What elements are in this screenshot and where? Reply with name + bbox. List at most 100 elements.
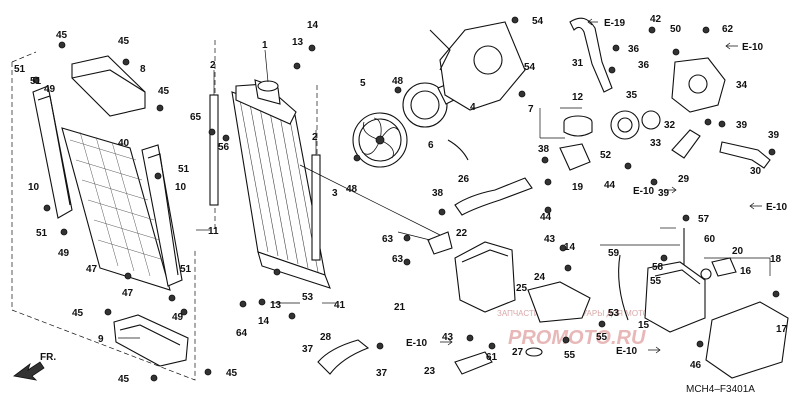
callout-59[interactable]: 59 bbox=[608, 248, 620, 259]
callout-13[interactable]: 13 bbox=[270, 300, 282, 311]
callout-57[interactable]: 57 bbox=[698, 214, 710, 225]
callout-47[interactable]: 47 bbox=[86, 264, 98, 275]
callout-34[interactable]: 34 bbox=[736, 80, 748, 91]
callout-53[interactable]: 53 bbox=[608, 308, 620, 319]
callout-38[interactable]: 38 bbox=[538, 144, 550, 155]
callout-49[interactable]: 49 bbox=[58, 248, 70, 259]
callout-53[interactable]: 53 bbox=[302, 292, 314, 303]
callout-12[interactable]: 12 bbox=[572, 92, 584, 103]
callout-27[interactable]: 27 bbox=[512, 347, 524, 358]
callout-55[interactable]: 55 bbox=[596, 332, 608, 343]
callout-45[interactable]: 45 bbox=[72, 308, 84, 319]
callout-13[interactable]: 13 bbox=[292, 37, 304, 48]
callout-52[interactable]: 52 bbox=[600, 150, 612, 161]
ref-e10[interactable]: E-10 bbox=[766, 202, 788, 213]
callout-37[interactable]: 37 bbox=[376, 368, 388, 379]
callout-51[interactable]: 51 bbox=[178, 164, 190, 175]
callout-41[interactable]: 41 bbox=[334, 300, 346, 311]
callout-33[interactable]: 33 bbox=[650, 138, 662, 149]
callout-54[interactable]: 54 bbox=[532, 16, 544, 27]
callout-63[interactable]: 63 bbox=[392, 254, 404, 265]
callout-42[interactable]: 42 bbox=[650, 14, 662, 25]
callout-47[interactable]: 47 bbox=[122, 288, 134, 299]
callout-20[interactable]: 20 bbox=[732, 246, 744, 257]
callout-45[interactable]: 45 bbox=[226, 368, 238, 379]
callout-15[interactable]: 15 bbox=[638, 320, 650, 331]
callout-7[interactable]: 7 bbox=[528, 104, 534, 115]
callout-37[interactable]: 37 bbox=[302, 344, 314, 355]
callout-1[interactable]: 1 bbox=[262, 40, 268, 51]
callout-10[interactable]: 10 bbox=[28, 182, 40, 193]
callout-45[interactable]: 45 bbox=[118, 374, 130, 385]
callout-64[interactable]: 64 bbox=[236, 328, 248, 339]
callout-48[interactable]: 48 bbox=[392, 76, 404, 87]
callout-45[interactable]: 45 bbox=[56, 30, 68, 41]
callout-16[interactable]: 16 bbox=[740, 266, 752, 277]
callout-24[interactable]: 24 bbox=[534, 272, 546, 283]
callout-51[interactable]: 51 bbox=[36, 228, 48, 239]
callout-39[interactable]: 39 bbox=[768, 130, 780, 141]
callout-14[interactable]: 14 bbox=[258, 316, 270, 327]
ref-e10[interactable]: E-10 bbox=[742, 42, 764, 53]
callout-6[interactable]: 6 bbox=[428, 140, 434, 151]
callout-46[interactable]: 46 bbox=[690, 360, 702, 371]
callout-9[interactable]: 9 bbox=[98, 334, 104, 345]
callout-51[interactable]: 51 bbox=[14, 64, 26, 75]
ref-e19[interactable]: E-19 bbox=[604, 18, 626, 29]
ref-e10[interactable]: E-10 bbox=[633, 186, 655, 197]
callout-23[interactable]: 23 bbox=[424, 366, 436, 377]
callout-61[interactable]: 61 bbox=[486, 352, 498, 363]
callout-39[interactable]: 39 bbox=[658, 188, 670, 199]
callout-43[interactable]: 43 bbox=[544, 234, 556, 245]
callout-38[interactable]: 38 bbox=[432, 188, 444, 199]
callout-10[interactable]: 10 bbox=[175, 182, 187, 193]
callout-18[interactable]: 18 bbox=[770, 254, 782, 265]
callout-17[interactable]: 17 bbox=[776, 324, 788, 335]
callout-21[interactable]: 21 bbox=[394, 302, 406, 313]
callout-40[interactable]: 40 bbox=[118, 138, 130, 149]
callout-11[interactable]: 11 bbox=[208, 226, 219, 237]
callout-36[interactable]: 36 bbox=[638, 60, 650, 71]
callout-2[interactable]: 2 bbox=[210, 60, 216, 71]
callout-26[interactable]: 26 bbox=[458, 174, 470, 185]
callout-55[interactable]: 55 bbox=[564, 350, 576, 361]
callout-31[interactable]: 31 bbox=[572, 58, 584, 69]
callout-62[interactable]: 62 bbox=[722, 24, 734, 35]
callout-60[interactable]: 60 bbox=[704, 234, 716, 245]
callout-19[interactable]: 19 bbox=[572, 182, 584, 193]
callout-4[interactable]: 4 bbox=[470, 102, 476, 113]
callout-25[interactable]: 25 bbox=[516, 283, 528, 294]
callout-36[interactable]: 36 bbox=[628, 44, 640, 55]
callout-28[interactable]: 28 bbox=[320, 332, 332, 343]
callout-5[interactable]: 5 bbox=[360, 78, 366, 89]
callout-3[interactable]: 3 bbox=[332, 188, 338, 199]
callout-44[interactable]: 44 bbox=[604, 180, 616, 191]
callout-8[interactable]: 8 bbox=[140, 64, 146, 75]
callout-56[interactable]: 56 bbox=[218, 142, 230, 153]
callout-48[interactable]: 48 bbox=[346, 184, 358, 195]
callout-63[interactable]: 63 bbox=[382, 234, 394, 245]
callout-35[interactable]: 35 bbox=[626, 90, 638, 101]
callout-14[interactable]: 14 bbox=[564, 242, 576, 253]
callout-2[interactable]: 2 bbox=[312, 132, 318, 143]
callout-32[interactable]: 32 bbox=[664, 120, 676, 131]
ref-e10[interactable]: E-10 bbox=[616, 346, 638, 357]
callout-58[interactable]: 58 bbox=[652, 262, 664, 273]
callout-51[interactable]: 51 bbox=[30, 76, 42, 87]
callout-50[interactable]: 50 bbox=[670, 24, 682, 35]
callout-45[interactable]: 45 bbox=[158, 86, 170, 97]
callout-65[interactable]: 65 bbox=[190, 112, 202, 123]
callout-39[interactable]: 39 bbox=[736, 120, 748, 131]
callout-22[interactable]: 22 bbox=[456, 228, 468, 239]
callout-51[interactable]: 51 bbox=[180, 264, 192, 275]
callout-14[interactable]: 14 bbox=[307, 20, 319, 31]
callout-45[interactable]: 45 bbox=[118, 36, 130, 47]
callout-43[interactable]: 43 bbox=[442, 332, 454, 343]
callout-49[interactable]: 49 bbox=[172, 312, 184, 323]
callout-30[interactable]: 30 bbox=[750, 166, 762, 177]
ref-e10[interactable]: E-10 bbox=[406, 338, 428, 349]
callout-44[interactable]: 44 bbox=[540, 212, 552, 223]
callout-29[interactable]: 29 bbox=[678, 174, 690, 185]
callout-49[interactable]: 49 bbox=[44, 84, 56, 95]
callout-55[interactable]: 55 bbox=[650, 276, 662, 287]
